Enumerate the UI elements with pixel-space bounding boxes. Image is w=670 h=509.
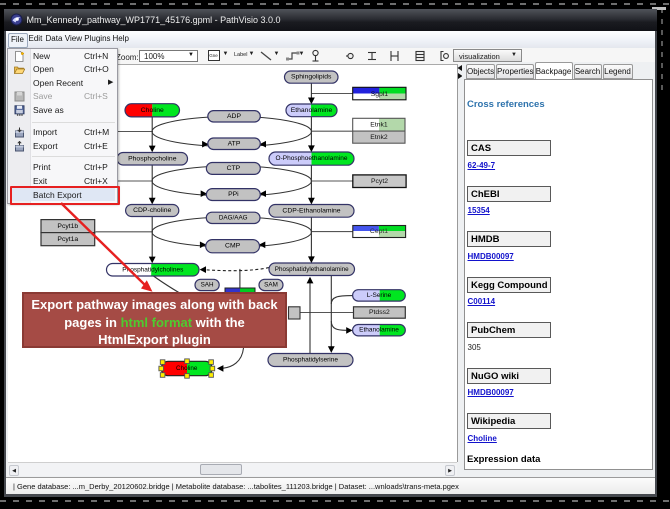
svg-text:Choline: Choline — [141, 107, 164, 114]
svg-text:O-Phosphoethanolamine: O-Phosphoethanolamine — [276, 155, 348, 162]
svg-text:CDP-Ethanolamine: CDP-Ethanolamine — [282, 207, 340, 214]
svg-text:ATP: ATP — [228, 140, 241, 147]
svg-text:PPi: PPi — [228, 191, 239, 198]
svg-text:Pcyt1a: Pcyt1a — [57, 236, 78, 243]
svg-text:Phosphatidylethanolamine: Phosphatidylethanolamine — [275, 266, 349, 273]
svg-text:Sgpl1: Sgpl1 — [371, 91, 389, 98]
svg-text:CMP: CMP — [225, 243, 241, 250]
svg-text:Ethanolamine: Ethanolamine — [291, 107, 333, 114]
svg-text:CTP: CTP — [227, 165, 241, 172]
svg-text:SAM: SAM — [264, 282, 278, 289]
svg-text:Phosphatidylserine: Phosphatidylserine — [283, 357, 338, 364]
svg-text:Etnk1: Etnk1 — [370, 121, 388, 128]
svg-text:SAH: SAH — [201, 282, 214, 289]
svg-text:L-Serine: L-Serine — [367, 292, 392, 299]
svg-text:Pcyt1b: Pcyt1b — [57, 223, 78, 230]
svg-text:Ethanolamine: Ethanolamine — [359, 327, 399, 334]
svg-text:DAG/AAG: DAG/AAG — [219, 214, 248, 221]
svg-text:ADP: ADP — [227, 113, 241, 120]
svg-text:Pcyt2: Pcyt2 — [371, 178, 388, 185]
svg-text:CDP-choline: CDP-choline — [133, 207, 171, 214]
svg-text:Cept1: Cept1 — [370, 228, 388, 235]
svg-text:Phosphatidylcholines: Phosphatidylcholines — [122, 266, 184, 273]
svg-text:Ptdss2: Ptdss2 — [369, 309, 390, 316]
svg-text:Sphingolipids: Sphingolipids — [291, 74, 332, 81]
svg-text:Choline: Choline — [176, 365, 198, 372]
svg-text:Etnk2: Etnk2 — [370, 134, 388, 141]
svg-text:Phosphocholine: Phosphocholine — [128, 155, 177, 162]
